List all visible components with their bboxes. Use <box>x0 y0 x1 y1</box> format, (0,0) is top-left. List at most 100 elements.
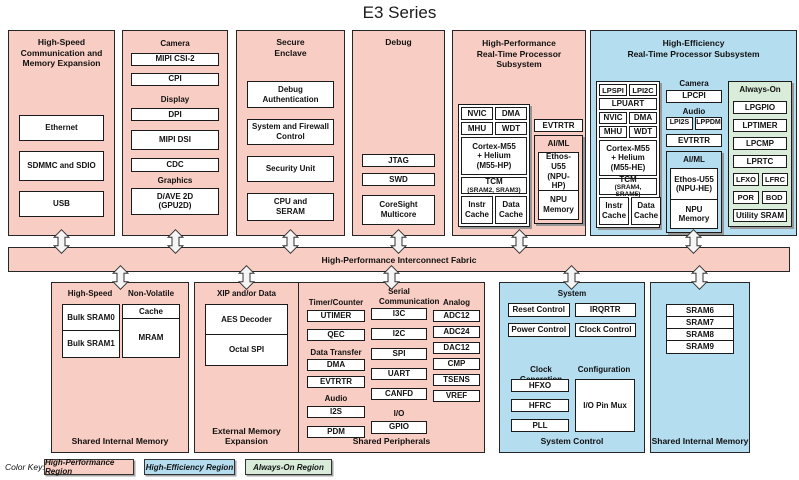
box-canfd: CANFD <box>371 388 427 401</box>
box-hfxo: HFXO <box>511 379 569 392</box>
block-he-subsystem: High-Efficiency Real-Time Processor Subs… <box>590 30 797 236</box>
block-shared-internal-memory-right: SRAM6 SRAM7 SRAM8 SRAM9 Shared Internal … <box>650 282 750 453</box>
block-high-speed-comm-mem-expansion: High-Speed Communication and Memory Expa… <box>8 30 115 236</box>
aiml-label: AI/ML <box>547 139 570 148</box>
box-lpspi: LPSPI <box>599 84 627 96</box>
box-dpi: DPI <box>131 108 219 122</box>
box-jtag: JTAG <box>362 154 435 167</box>
key-always-on-region: Always-On Region <box>245 459 332 475</box>
box-i3c: I3C <box>371 308 427 321</box>
block-footer: Shared Peripherals <box>352 436 431 447</box>
box-coresight-multicore: CoreSight Multicore <box>362 195 435 225</box>
box-lpcpi: LPCPI <box>666 89 722 103</box>
cpu-line2: + Helium <box>477 151 511 161</box>
box-i2s: I2S <box>307 405 365 418</box>
cpu-line2: + Helium <box>611 153 645 163</box>
box-tcm-hp: TCM (SRAM2, SRAM3) <box>461 177 527 194</box>
label-serial-communication: Serial Communication <box>379 287 440 306</box>
box-mhu: MHU <box>461 122 493 135</box>
box-sdmmc-sdio: SDMMC and SDIO <box>19 151 104 181</box>
box-dma: DMA <box>307 359 365 372</box>
box-usb: USB <box>19 191 104 217</box>
block-secure-enclave: Secure Enclave Debug Authentication Syst… <box>236 30 345 236</box>
box-tsens: TSENS <box>433 373 480 386</box>
box-lpi2s: LPI2S <box>666 117 693 131</box>
always-on-container: Always-On LPGPIO LPTIMER LPCMP LPRTC LFX… <box>728 81 792 227</box>
label-high-speed: High-Speed <box>67 289 113 298</box>
box-swd: SWD <box>362 173 435 186</box>
box-vref: VREF <box>433 389 480 402</box>
cluster-row: MHU WDT <box>461 122 527 135</box>
block-title-line1: High-Performance <box>482 38 556 48</box>
box-ethernet: Ethernet <box>19 115 104 141</box>
label-analog: Analog <box>442 298 471 307</box>
box-aes-decoder: AES Decoder <box>206 305 287 335</box>
box-sram9: SRAM9 <box>685 342 714 352</box>
box-spi: SPI <box>371 348 427 361</box>
box-sram6: SRAM6 <box>667 305 733 317</box>
block-title: High-Efficiency Real-Time Processor Subs… <box>591 31 796 59</box>
box-lptimer: LPTIMER <box>733 119 787 132</box>
cluster-row: LPSPI LPI2C <box>599 84 657 96</box>
box-mipi-csi2: MIPI CSI-2 <box>131 52 219 66</box>
bidirectional-arrow <box>691 265 708 290</box>
sram-stack: SRAM6 SRAM7 SRAM8 SRAM9 <box>666 304 734 354</box>
xip-stack: AES Decoder Octal SPI <box>205 304 288 366</box>
bidirectional-arrow <box>282 229 299 254</box>
box-pdm: PDM <box>307 425 365 438</box>
section-label-camera: Camera <box>160 39 190 48</box>
box-debug-authentication: Debug Authentication <box>247 81 334 108</box>
label-system: System <box>557 289 587 298</box>
box-irqrtr: IRQRTR <box>574 303 636 317</box>
bidirectional-arrow <box>563 265 580 290</box>
box-instr-cache: Instr Cache <box>461 196 493 224</box>
cpu-label: Cortex-M55 + Helium (M55-HP) <box>472 142 516 171</box>
label-configuration: Configuration <box>577 365 631 374</box>
box-cpi: CPI <box>131 72 219 86</box>
box-wdt: WDT <box>629 126 657 138</box>
high-speed-stack: Bulk SRAM0 Bulk SRAM1 <box>62 304 120 358</box>
box-sram7: SRAM7 <box>667 317 733 329</box>
sp-column-timer: Timer/Counter UTIMER QEC Data Transfer D… <box>307 298 365 438</box>
box-uart: UART <box>371 368 427 381</box>
box-dma: DMA <box>629 112 657 124</box>
box-mhu: MHU <box>599 126 627 138</box>
box-adc24: ADC24 <box>433 325 480 338</box>
fabric-label: High-Performance Interconnect Fabric <box>321 254 477 265</box>
box-lpgpio: LPGPIO <box>733 101 787 114</box>
tcm-label: TCM (SRAM2, SRAM3) <box>467 177 520 194</box>
block-footer: External Memory Expansion <box>212 426 281 447</box>
cluster-row: MHU WDT <box>599 126 657 138</box>
box-ethos-u55-hp: Ethos-U55 (NPU-HP) <box>539 152 578 191</box>
box-system-firewall-control: System and Firewall Control <box>247 119 334 145</box>
block-multimedia: Camera MIPI CSI-2 CPI Display DPI MIPI D… <box>122 30 228 236</box>
box-sram8: SRAM8 <box>667 329 733 341</box>
box-cortex-m55-hp: Cortex-M55 + Helium (M55-HP) <box>461 137 527 175</box>
cluster-row: NVIC DMA <box>599 112 657 124</box>
section-label-display: Display <box>160 94 190 104</box>
box-lfrc: LFRC <box>762 173 788 186</box>
box-gpio: GPIO <box>371 420 427 434</box>
label-xip-data: XIP and/or Data <box>217 289 276 298</box>
he-aiml-container: AI/ML Ethos-U55 (NPU-HE) NPU Memory <box>666 151 722 234</box>
box-reset-control: Reset Control <box>508 303 570 317</box>
block-hp-subsystem: High-Performance Real-Time Processor Sub… <box>452 30 586 236</box>
box-bulk-sram1: Bulk SRAM1 <box>67 339 115 349</box>
sp-column-analog: Analog ADC12 ADC24 DAC12 CMP TSENS VREF <box>433 298 480 402</box>
bidirectional-arrow <box>685 229 702 254</box>
label-timer-counter: Timer/Counter <box>308 298 364 307</box>
bidirectional-arrow <box>390 229 407 254</box>
aiml-label: AI/ML <box>683 155 705 165</box>
bidirectional-arrow <box>383 265 400 290</box>
bidirectional-arrow <box>53 229 70 254</box>
color-key-label: Color Key: <box>5 462 45 472</box>
box-instr-cache: Instr Cache <box>599 197 630 225</box>
box-tcm-he: TCM (SRAM4, SRAM5) <box>599 175 657 198</box>
section-label-audio: Audio <box>682 106 706 116</box>
label-audio: Audio <box>324 394 348 404</box>
box-lpuart: LPUART <box>599 98 657 110</box>
box-cmp: CMP <box>433 357 480 370</box>
block-title-line1: High-Efficiency <box>662 38 725 48</box>
label-non-volatile: Non-Volatile <box>127 289 175 298</box>
box-list: Debug Authentication System and Firewall… <box>247 81 334 221</box>
